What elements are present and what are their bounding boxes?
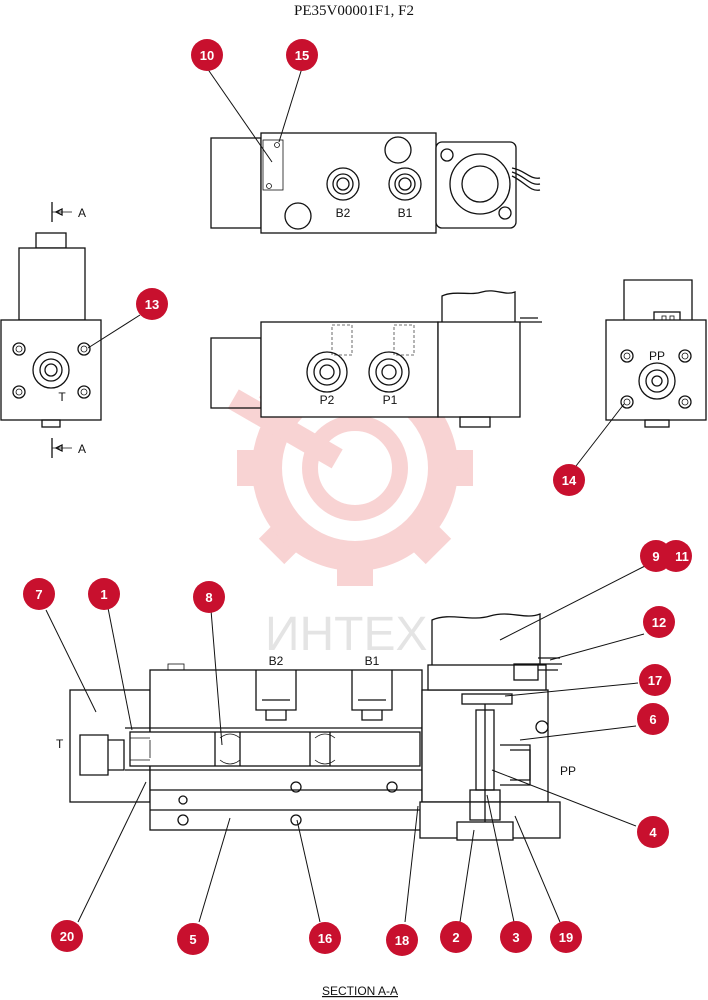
svg-text:7: 7	[35, 587, 42, 602]
svg-text:16: 16	[318, 931, 332, 946]
svg-text:1: 1	[100, 587, 107, 602]
svg-text:13: 13	[145, 297, 159, 312]
callout-7: 7	[23, 578, 55, 610]
callout-15: 15	[286, 39, 318, 71]
svg-text:9: 9	[652, 549, 659, 564]
svg-text:2: 2	[452, 930, 459, 945]
svg-text:19: 19	[559, 930, 573, 945]
right-side-view: PP	[605, 279, 707, 428]
callout-10: 10	[191, 39, 223, 71]
callout-6: 6	[637, 703, 669, 735]
svg-text:15: 15	[295, 48, 309, 63]
section-mark-bottom: A	[78, 442, 86, 456]
port-label-t-section: T	[56, 737, 64, 751]
leader-lines	[45, 67, 646, 923]
port-label-b1-section: B1	[365, 654, 380, 668]
port-label-b2-top: B2	[336, 206, 351, 220]
port-label-p2: P2	[320, 393, 335, 407]
svg-text:18: 18	[395, 933, 409, 948]
port-label-p1: P1	[383, 393, 398, 407]
callout-9: 9	[640, 540, 672, 572]
section-view: T B2 B1 PP	[56, 613, 576, 841]
port-label-t-side: T	[58, 390, 66, 404]
callout-19: 19	[550, 921, 582, 953]
watermark-text: ИНТЕХ	[265, 608, 428, 661]
callout-20: 20	[51, 920, 83, 952]
svg-text:20: 20	[60, 929, 74, 944]
callouts: 10 15 13 14 11 9 7 1 8 12 17 6 4 20 5 16…	[23, 39, 692, 956]
svg-text:8: 8	[205, 590, 212, 605]
left-side-view: A T A	[0, 202, 102, 458]
top-view: B2 B1	[210, 132, 541, 234]
callout-2: 2	[440, 921, 472, 953]
callout-12: 12	[643, 606, 675, 638]
svg-text:4: 4	[649, 825, 657, 840]
svg-text:10: 10	[200, 48, 214, 63]
callout-13: 13	[136, 288, 168, 320]
callout-17: 17	[639, 664, 671, 696]
svg-text:11: 11	[675, 549, 689, 564]
section-mark-top: A	[78, 206, 86, 220]
callout-14: 14	[553, 464, 585, 496]
front-view: P2 P1	[210, 290, 542, 428]
svg-text:3: 3	[512, 930, 519, 945]
svg-text:17: 17	[648, 673, 662, 688]
port-label-pp-section: PP	[560, 764, 576, 778]
port-label-b1-top: B1	[398, 206, 413, 220]
drawing-title: PE35V00001F1, F2	[294, 3, 414, 19]
port-label-pp-side: PP	[649, 349, 665, 363]
svg-text:6: 6	[649, 712, 656, 727]
section-caption: SECTION A-A	[322, 984, 398, 998]
callout-4: 4	[637, 816, 669, 848]
callout-1: 1	[88, 578, 120, 610]
svg-text:14: 14	[562, 473, 577, 488]
callout-3: 3	[500, 921, 532, 953]
callout-16: 16	[309, 922, 341, 954]
port-label-b2-section: B2	[269, 654, 284, 668]
callout-8: 8	[193, 581, 225, 613]
svg-text:5: 5	[189, 932, 196, 947]
callout-18: 18	[386, 924, 418, 956]
svg-text:12: 12	[652, 615, 666, 630]
callout-5: 5	[177, 923, 209, 955]
